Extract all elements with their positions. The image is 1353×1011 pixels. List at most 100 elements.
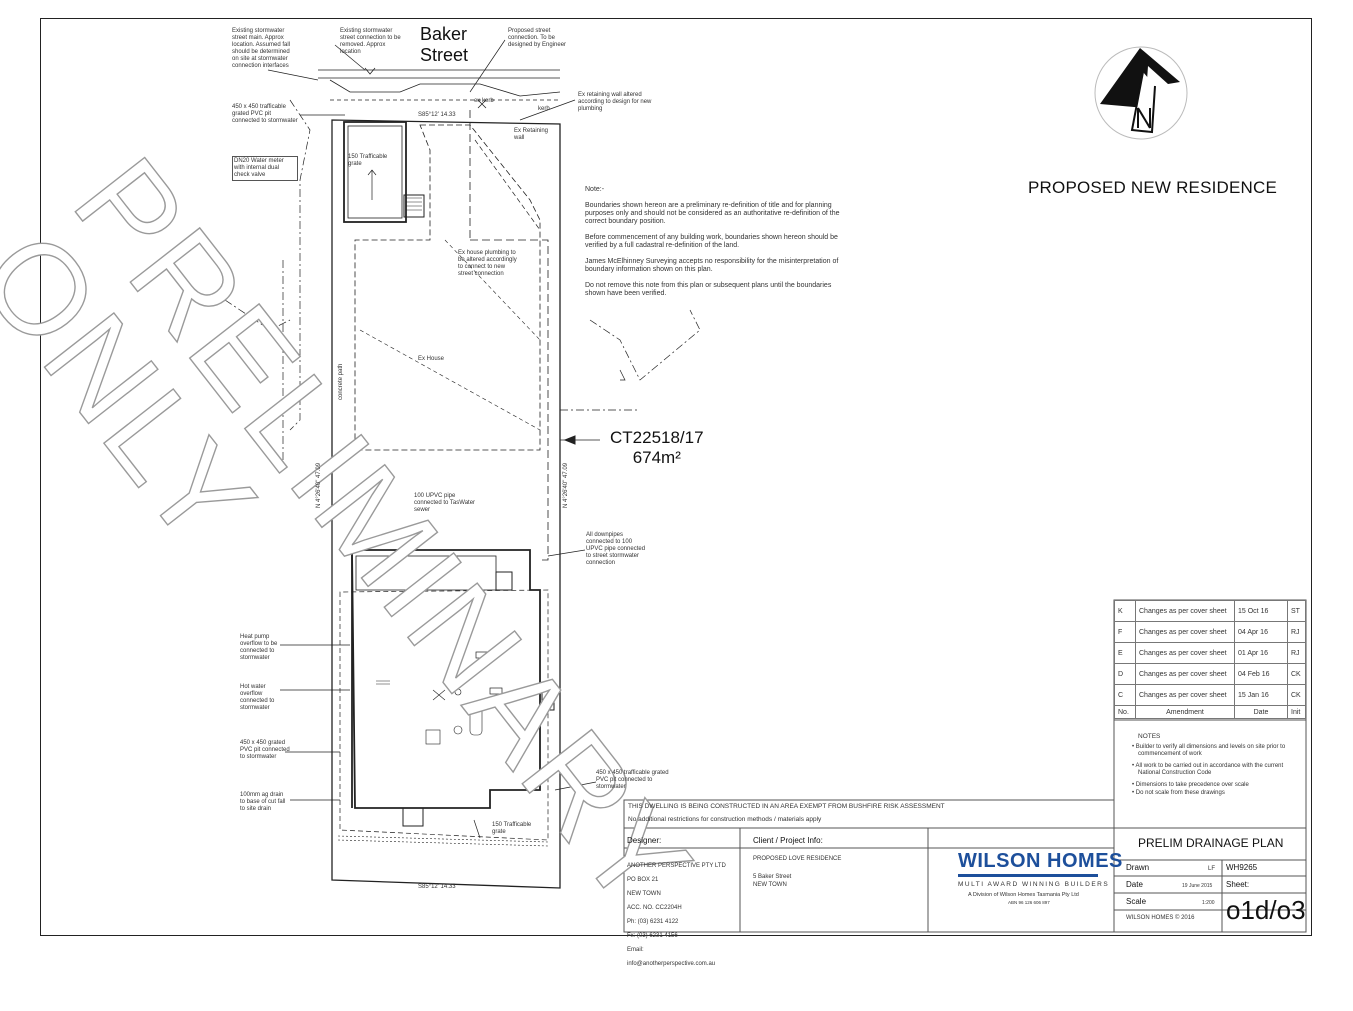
drawn-value: LF xyxy=(1208,866,1216,872)
general-note-text: Do not scale from these drawings xyxy=(1135,790,1225,796)
company-division: A Division of Wilson Homes Tasmania Pty … xyxy=(968,892,1079,898)
general-notes-title: NOTES xyxy=(1138,733,1161,740)
designer-line: Ph: (03) 6231 4122 xyxy=(627,919,679,925)
scale-value: 1:200 xyxy=(1202,900,1215,906)
amendment-row: K Changes as per cover sheet 15 Oct 16 S… xyxy=(1114,600,1306,622)
amendment-by: CK xyxy=(1287,684,1306,706)
lot-title: CT22518/17 xyxy=(610,428,704,447)
boundary-left-label: N 4°26'40" 47.09 xyxy=(316,462,322,508)
amendment-desc: Changes as per cover sheet xyxy=(1135,621,1235,643)
annotation-ex-kerb: ex kerb xyxy=(474,98,494,104)
annotation-water-meter: DN20 Water meter with internal dual chec… xyxy=(232,156,298,181)
annotation-trafficable-pit-3: 450 x 450 trafficable grated PVC pit con… xyxy=(596,770,669,790)
annotation-kerb: kerb xyxy=(538,106,550,112)
amendment-date: 01 Apr 16 xyxy=(1234,642,1288,664)
north-arrow-icon xyxy=(1094,46,1188,140)
designer-details: ANOTHER PERSPECTIVE PTY LTD PO BOX 21 NE… xyxy=(627,856,739,975)
boundary-top-label: S85°12' 14.33 xyxy=(418,112,456,118)
designer-line: NEW TOWN xyxy=(627,891,661,897)
lot-area: 674m² xyxy=(632,448,681,467)
boundary-right-label: N 4°26'40" 47.09 xyxy=(563,462,569,508)
general-note-item: • Builder to verify all dimensions and l… xyxy=(1132,744,1286,757)
designer-line: Fx: (03) 6231 4156 xyxy=(627,933,678,939)
annotation-heat-pump: Heat pump overflow to be connected to st… xyxy=(240,634,278,661)
general-note-text: All work to be carried out in accordance… xyxy=(1135,763,1284,776)
drawn-label: Drawn xyxy=(1126,863,1150,872)
client-address-1: 5 Baker Street xyxy=(753,874,792,880)
annotation-existing-sw-connection: Existing stormwater street connection to… xyxy=(340,28,401,55)
site-boundary xyxy=(331,119,561,889)
client-label: Client / Project Info: xyxy=(753,836,823,845)
amendment-desc: Changes as per cover sheet xyxy=(1135,642,1235,664)
general-note-item: • All work to be carried out in accordan… xyxy=(1132,763,1284,776)
annotation-downpipes: All downpipes connected to 100 UPVC pipe… xyxy=(586,532,646,566)
date-label: Date xyxy=(1126,880,1143,889)
amendment-row: F Changes as per cover sheet 04 Apr 16 R… xyxy=(1114,621,1306,643)
amendment-date: 15 Jan 16 xyxy=(1234,684,1288,706)
designer-line: ACC. NO. CC2204H xyxy=(627,905,682,911)
general-note-text: Builder to verify all dimensions and lev… xyxy=(1135,744,1286,757)
drawing-title: PRELIM DRAINAGE PLAN xyxy=(1138,836,1284,850)
designer-line: ANOTHER PERSPECTIVE PTY LTD xyxy=(627,863,726,869)
amendment-desc: Changes as per cover sheet xyxy=(1135,600,1235,622)
annotation-hot-water: Hot water overflow connected to stormwat… xyxy=(240,684,275,711)
annotation-agpipe: 100mm ag drain to base of cut fall to si… xyxy=(240,792,286,812)
annotation-grated-pit-2: 450 x 450 grated PVC pit connected to st… xyxy=(240,740,290,760)
amendment-date: 04 Apr 16 xyxy=(1234,621,1288,643)
amendment-desc: Changes as per cover sheet xyxy=(1135,663,1235,685)
date-value: 19 June 2015 xyxy=(1182,883,1213,889)
general-notes: NOTES • Builder to verify all dimensions… xyxy=(1128,733,1298,797)
amendment-header-desc: Amendment xyxy=(1135,705,1235,719)
amendment-header-date: Date xyxy=(1234,705,1288,719)
project-title: PROPOSED NEW RESIDENCE xyxy=(1028,178,1278,197)
scale-label: Scale xyxy=(1126,897,1147,906)
amendment-rev: D xyxy=(1114,663,1136,685)
street-name-line-2: Street xyxy=(420,45,469,65)
amendment-rev: E xyxy=(1114,642,1136,664)
bushfire-statement: THIS DWELLING IS BEING CONSTRUCTED IN AN… xyxy=(628,803,945,810)
street-name-line-1: Baker xyxy=(420,24,468,44)
amendment-date: 04 Feb 16 xyxy=(1234,663,1288,685)
designer-line: info@anotherperspective.com.au xyxy=(627,961,716,967)
client-project: PROPOSED LOVE RESIDENCE xyxy=(753,856,842,862)
annotation-ex-retaining-wall-altered: Ex retaining wall altered according to d… xyxy=(578,92,652,112)
amendment-by: RJ xyxy=(1287,642,1306,664)
amendment-row: C Changes as per cover sheet 15 Jan 16 C… xyxy=(1114,684,1306,706)
street-name: Baker Street xyxy=(420,24,468,66)
annotation-proposed-sw-connection: Proposed street connection. To be design… xyxy=(508,28,567,48)
job-number: WH9265 xyxy=(1226,863,1258,872)
annotation-trafficable-grate-150: 150 Trafficable grate xyxy=(348,154,388,167)
note-item: Boundaries shown hereon are a preliminar… xyxy=(585,202,840,225)
site-plan-drawing xyxy=(224,39,1307,933)
company-abn: ABN 96 126 606 897 xyxy=(1008,900,1050,905)
annotation-existing-sw-main: Existing stormwater street main. Approx … xyxy=(232,28,291,69)
logo-underline xyxy=(958,874,1098,877)
amendment-by: CK xyxy=(1287,663,1306,685)
annotation-ex-house: Ex House xyxy=(418,356,445,362)
boundary-bottom-label: S85°12' 14.33 xyxy=(418,884,456,890)
amendment-rev: F xyxy=(1114,621,1136,643)
annotation-ex-retaining: Ex Retaining wall xyxy=(514,128,549,141)
general-note-item: • Do not scale from these drawings xyxy=(1132,790,1225,796)
amendment-row: E Changes as per cover sheet 01 Apr 16 R… xyxy=(1114,642,1306,664)
note-item: James McElhinney Surveying accepts no re… xyxy=(585,258,839,273)
annotation-trafficable-grate-150b: 150 Trafficable grate xyxy=(492,822,532,835)
amendment-header-by: Init xyxy=(1287,705,1306,719)
annotation-ex-house-plumbing: Ex house plumbing to be altered accordin… xyxy=(458,250,517,277)
company-logo: WILSON HOMES xyxy=(958,850,1123,872)
amendment-row: D Changes as per cover sheet 04 Feb 16 C… xyxy=(1114,663,1306,685)
annotation-sewer: 100 UPVC pipe connected to TasWater sewe… xyxy=(414,493,476,513)
amendment-by: ST xyxy=(1287,600,1306,622)
general-note-item: • Dimensions to take precedence over sca… xyxy=(1132,782,1249,788)
note-item: Do not remove this note from this plan o… xyxy=(585,282,832,297)
amendment-header-rev: No. xyxy=(1114,705,1136,719)
drawing-sheet xyxy=(40,18,1312,936)
amendment-by: RJ xyxy=(1287,621,1306,643)
client-address-2: NEW TOWN xyxy=(753,882,787,888)
amendment-rev: K xyxy=(1114,600,1136,622)
notes-list: Boundaries shown hereon are a preliminar… xyxy=(585,202,840,298)
bushfire-note: No additional restrictions for construct… xyxy=(628,816,822,823)
amendment-header-row: No. Amendment Date Init xyxy=(1114,705,1306,719)
company-tagline: MULTI AWARD WINNING BUILDERS xyxy=(958,881,1110,888)
designer-line: Email: xyxy=(627,947,644,953)
